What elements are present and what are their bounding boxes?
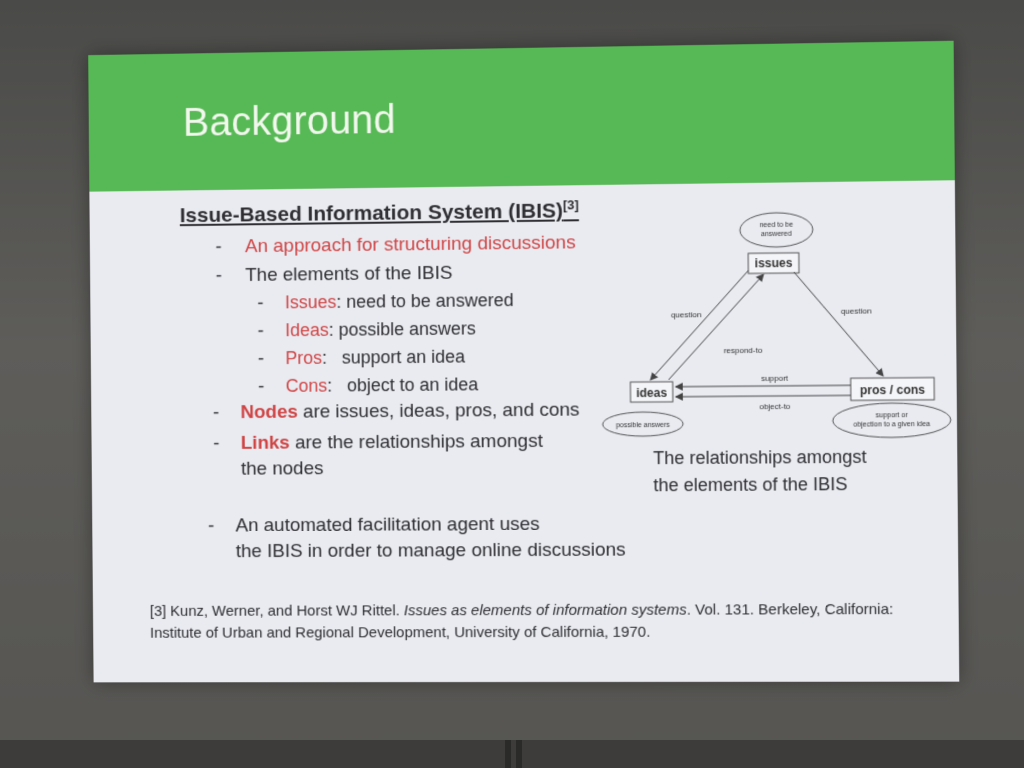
bullet-elements: The elements of the IBIS — [245, 262, 453, 286]
nodes-term: Nodes — [240, 401, 298, 424]
support-label: support — [761, 374, 789, 383]
bullet-nodes: Nodes are issues, ideas, pros, and cons — [240, 400, 579, 425]
object-to-label: object-to — [759, 402, 791, 411]
sub-bullet-ideas: Ideas: possible answers — [285, 318, 476, 341]
support-objection-line2: objection to a given idea — [853, 421, 930, 429]
bullet-approach: An approach for structuring discussions — [244, 232, 576, 258]
bullet-dash: - — [212, 402, 220, 424]
bullet-dash: - — [257, 320, 264, 342]
need-line2: answered — [761, 231, 792, 238]
pros-cons-node-label: pros / cons — [860, 383, 926, 398]
reference-title: Issues as elements of information system… — [403, 601, 687, 620]
stand-leg — [505, 740, 511, 768]
reference-citation: [3] Kunz, Werner, and Horst WJ Rittel. I… — [150, 599, 910, 645]
support-arrow — [676, 385, 851, 386]
ideas-term: Ideas — [285, 319, 329, 341]
possible-answers-label: possible answers — [616, 422, 671, 429]
issues-node-label: issues — [755, 256, 793, 271]
ideas-desc: : possible answers — [328, 318, 476, 340]
bullet-agent-line2: the IBIS in order to manage online discu… — [235, 539, 626, 563]
ideas-node-label: ideas — [636, 386, 667, 400]
cons-term: Cons — [285, 375, 328, 396]
pros-cons-node — [851, 378, 935, 401]
bullet-links: Links are the relationships amongst — [241, 431, 543, 455]
issues-desc: : need to be answered — [336, 290, 514, 312]
sub-bullet-cons: Cons: object to an idea — [286, 374, 479, 397]
section-heading: Issue-Based Information System (IBIS)[3] — [180, 197, 579, 228]
bullet-dash: - — [257, 376, 265, 398]
support-objection-bubble — [833, 403, 951, 438]
question-label-left: question — [671, 310, 701, 319]
ibis-diagram-svg: need to be answered issues ideas pros / … — [597, 208, 953, 463]
bullet-dash: - — [215, 265, 223, 287]
diagram-caption: The relationships amongst the elements o… — [653, 444, 867, 500]
stand-leg — [516, 740, 522, 768]
projected-slide: Background Issue-Based Information Syste… — [88, 41, 959, 683]
question-arrow-right — [794, 271, 883, 377]
support-objection-line1: support or — [876, 412, 909, 419]
need-line1: need to be — [760, 222, 794, 229]
caption-line2: the elements of the IBIS — [653, 474, 848, 496]
sub-bullet-issues: Issues: need to be answered — [285, 290, 514, 313]
bullet-links-cont: the nodes — [240, 458, 324, 480]
bullet-dash: - — [215, 236, 222, 258]
caption-line1: The relationships amongst — [653, 446, 867, 469]
object-to-arrow — [676, 395, 851, 396]
screen-base — [0, 740, 1024, 768]
links-term: Links — [240, 432, 290, 454]
respond-arrow — [668, 274, 765, 379]
question-arrow-left — [650, 270, 750, 379]
reference-prefix: [3] Kunz, Werner, and Horst WJ Rittel. — [149, 602, 404, 620]
bullet-agent-line1: An automated facilitation agent uses — [235, 513, 540, 537]
heading-text: Issue-Based Information System (IBIS) — [179, 199, 564, 228]
pros-term: Pros — [285, 347, 323, 369]
ibis-diagram: need to be answered issues ideas pros / … — [597, 208, 953, 463]
issues-node — [748, 253, 799, 274]
links-desc: are the relationships amongst — [289, 430, 543, 454]
slide-title: Background — [182, 97, 396, 145]
heading-ref: [3] — [562, 197, 579, 213]
question-label-right: question — [841, 306, 872, 315]
bullet-dash: - — [207, 515, 215, 537]
ideas-node — [630, 382, 672, 402]
respond-to-label: respond-to — [724, 346, 763, 355]
pros-desc: : support an idea — [321, 346, 466, 368]
bullet-dash: - — [213, 433, 220, 455]
bullet-dash: - — [257, 292, 264, 314]
issues-term: Issues — [284, 291, 337, 313]
cons-desc: : object to an idea — [327, 374, 479, 396]
nodes-desc: are issues, ideas, pros, and cons — [297, 399, 580, 423]
bullet-dash: - — [257, 348, 265, 370]
sub-bullet-pros: Pros: support an idea — [285, 346, 465, 369]
